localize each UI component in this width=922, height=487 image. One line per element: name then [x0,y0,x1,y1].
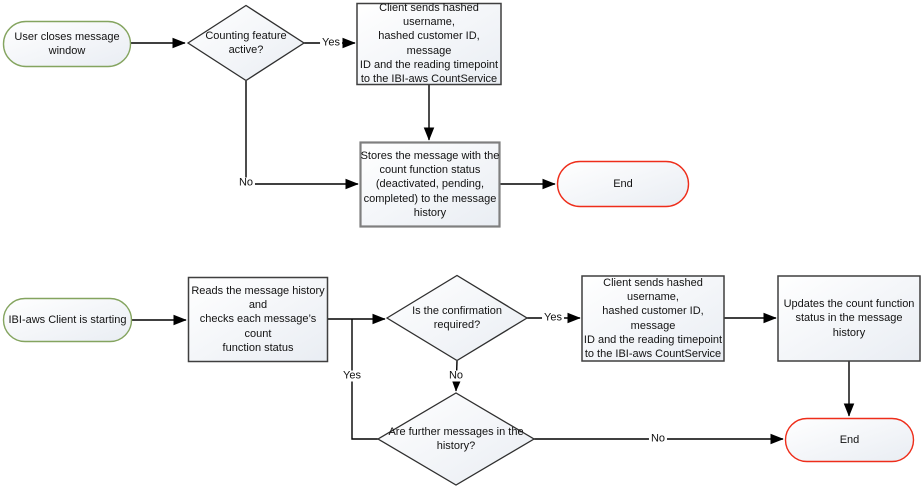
process-client-sends-bottom [581,275,725,362]
decision-confirmation-required [385,274,529,362]
process-reads-history [187,276,329,363]
connector-confirmation-no-to-further-decision [451,360,462,392]
process-stores-message [359,141,501,228]
connector-counting-no-to-stores [245,81,359,190]
connector-further-yes-return [351,319,378,440]
decision-counting-feature [186,4,306,82]
process-client-sends-top [356,2,502,86]
end-node-top [556,160,690,208]
decision-further-messages [376,392,536,486]
process-updates-status [777,275,921,362]
start-node-user-closes [2,20,132,68]
end-node-bottom [784,417,915,463]
start-node-client-starting [2,297,133,343]
